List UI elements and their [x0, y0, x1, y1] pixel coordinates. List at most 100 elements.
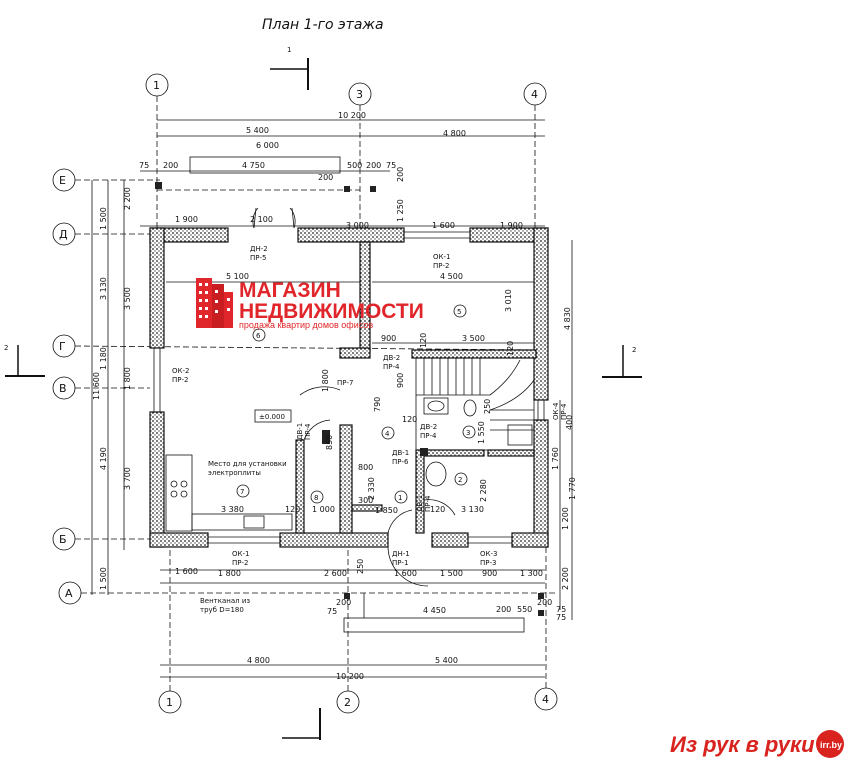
column	[420, 448, 428, 456]
svg-text:ДВ-1: ДВ-1	[392, 449, 409, 457]
right-dimensions: 4 830 400 1 760 1 770 1 200 2 200 75	[551, 240, 577, 620]
axis-bubble-E: Е	[52, 168, 160, 192]
svg-text:75: 75	[139, 161, 149, 170]
svg-text:1: 1	[398, 494, 402, 502]
svg-text:3 500: 3 500	[462, 334, 485, 343]
svg-text:4: 4	[531, 88, 538, 101]
svg-text:ПР-4: ПР-4	[420, 432, 437, 440]
irr-badge-icon	[816, 730, 844, 758]
svg-text:4 500: 4 500	[440, 272, 463, 281]
axis-bubble-G: Г	[52, 334, 546, 358]
svg-text:75: 75	[556, 605, 566, 614]
svg-text:3 000: 3 000	[346, 221, 369, 230]
svg-text:1 180: 1 180	[99, 347, 108, 370]
svg-text:75: 75	[386, 161, 396, 170]
svg-text:ПР-2: ПР-2	[433, 262, 449, 270]
svg-text:120: 120	[419, 333, 428, 348]
opening-labels: ДН-2 ПР-5 ОК-1 ПР-2 ОК-2 ПР-2 ПР-7 ДВ-2 …	[172, 245, 568, 567]
svg-text:75: 75	[556, 613, 566, 622]
svg-text:ПР-2: ПР-2	[232, 559, 248, 567]
irr-badge-text: irr.by	[820, 740, 842, 750]
svg-text:1: 1	[287, 46, 291, 54]
kitchen-counter	[165, 454, 293, 532]
svg-text:2 600: 2 600	[324, 569, 347, 578]
left-dimensions: 11 600 1 500 2 200 3 130 3 500 1 180 1 8…	[91, 180, 132, 595]
svg-text:1 760: 1 760	[551, 447, 560, 470]
svg-text:2 200: 2 200	[123, 187, 132, 210]
svg-text:4 830: 4 830	[563, 307, 572, 330]
svg-text:ДВ-2: ДВ-2	[383, 354, 400, 362]
axis-bubble-1-top: 1	[145, 73, 169, 235]
vent-note-line2: труб D=180	[200, 606, 244, 614]
entry-door-top	[252, 207, 296, 229]
svg-text:ОК-1: ОК-1	[232, 550, 249, 558]
windows	[153, 231, 545, 544]
section-mark-left: 2	[4, 344, 45, 377]
svg-text:900: 900	[381, 334, 396, 343]
axis-bubble-A: А	[58, 581, 555, 605]
svg-text:1 600: 1 600	[432, 221, 455, 230]
axis-bubble-D: Д	[52, 222, 150, 246]
svg-text:ОК-2: ОК-2	[172, 367, 189, 375]
svg-text:Г: Г	[59, 340, 66, 353]
svg-text:ПР-6: ПР-6	[392, 458, 409, 466]
bottom-porch	[343, 593, 544, 633]
svg-text:400: 400	[565, 415, 574, 430]
svg-text:3 130: 3 130	[461, 505, 484, 514]
appliance-note-line2: электроплиты	[208, 469, 261, 477]
svg-text:10 200: 10 200	[336, 672, 364, 681]
svg-text:ДН-2: ДН-2	[250, 245, 268, 253]
svg-text:1 900: 1 900	[175, 215, 198, 224]
svg-text:ПР-4: ПР-4	[560, 403, 568, 420]
irr-brand-text: Из рук в руки	[670, 732, 815, 757]
svg-text:200: 200	[336, 598, 351, 607]
interior-walls	[295, 241, 537, 534]
exterior-walls	[149, 227, 549, 548]
watermark-line1: МАГАЗИН	[239, 279, 341, 302]
svg-text:4 450: 4 450	[423, 606, 446, 615]
svg-text:ПР-1: ПР-1	[392, 559, 408, 567]
svg-text:500: 500	[347, 161, 362, 170]
svg-text:1 200: 1 200	[561, 507, 570, 530]
svg-text:3: 3	[356, 88, 363, 101]
building-logo-icon	[196, 278, 233, 328]
svg-text:2: 2	[344, 696, 351, 709]
svg-text:ПР-2: ПР-2	[172, 376, 188, 384]
svg-text:1 800: 1 800	[321, 369, 330, 392]
svg-text:3 500: 3 500	[123, 287, 132, 310]
svg-text:±0.000: ±0.000	[259, 413, 285, 421]
svg-text:2 280: 2 280	[479, 479, 488, 502]
svg-text:1 500: 1 500	[99, 207, 108, 230]
svg-text:1 770: 1 770	[568, 477, 577, 500]
svg-text:1 850: 1 850	[375, 506, 398, 515]
svg-text:ОК-4: ОК-4	[552, 402, 560, 420]
svg-text:200: 200	[318, 173, 333, 182]
bottom-dimensions: 1 600 1 800 2 600 250 1 600 1 500 900 1 …	[160, 559, 566, 681]
svg-text:900: 900	[396, 373, 405, 388]
svg-text:790: 790	[373, 397, 382, 412]
svg-text:ДН-1: ДН-1	[392, 550, 410, 558]
svg-text:ПР-4: ПР-4	[424, 495, 432, 512]
svg-text:120: 120	[506, 341, 515, 356]
svg-text:200: 200	[396, 167, 405, 182]
svg-text:4 750: 4 750	[242, 161, 265, 170]
svg-text:8: 8	[314, 494, 318, 502]
svg-text:200: 200	[537, 598, 552, 607]
svg-text:75: 75	[327, 607, 337, 616]
svg-text:2: 2	[458, 476, 462, 484]
svg-text:800: 800	[358, 463, 373, 472]
svg-text:ПР-4: ПР-4	[304, 423, 312, 440]
svg-text:ПР-3: ПР-3	[480, 559, 496, 567]
watermark-line3: продажа квартир домов офисов	[239, 320, 373, 330]
svg-text:1 500: 1 500	[99, 567, 108, 590]
svg-text:1 300: 1 300	[520, 569, 543, 578]
axis-bubble-3-top: 3	[348, 82, 372, 235]
irr-watermark: Из рук в руки irr.by	[670, 730, 844, 758]
axis-bubble-4-top: 4	[523, 82, 547, 235]
svg-text:6: 6	[256, 332, 261, 340]
svg-text:2: 2	[632, 346, 636, 354]
svg-text:5: 5	[457, 308, 461, 316]
appliance-note-line1: Место для установки	[208, 460, 287, 468]
svg-text:1 250: 1 250	[396, 199, 405, 222]
